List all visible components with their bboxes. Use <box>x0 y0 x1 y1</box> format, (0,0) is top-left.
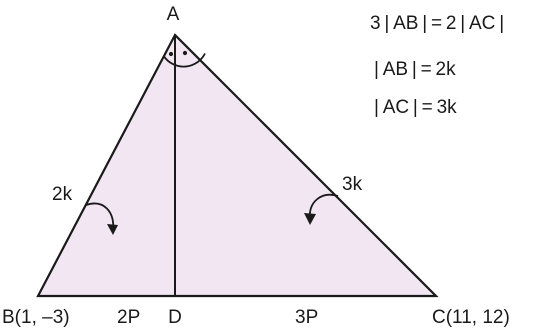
label-side-ab: 2k <box>52 184 73 205</box>
label-a: A <box>167 4 180 25</box>
label-side-ac: 3k <box>342 174 363 195</box>
label-b: B(1, –3) <box>2 307 70 328</box>
label-bd: 2P <box>117 307 140 328</box>
equation-ac: | AC | = 3k <box>374 97 457 118</box>
equation-ratio: 3 | AB | = 2 | AC | <box>370 13 504 34</box>
label-dc: 3P <box>295 307 318 328</box>
angle-dot-left <box>168 51 174 57</box>
label-c: C(11, 12) <box>432 307 510 328</box>
arrow-head-ac <box>304 213 316 225</box>
triangle-abc <box>36 33 439 298</box>
angle-arc-a <box>163 53 206 68</box>
label-d: D <box>168 307 182 328</box>
angle-dot-right <box>182 50 188 56</box>
equation-ab: | AB | = 2k <box>374 59 456 80</box>
arrow-head-ab <box>107 224 118 235</box>
